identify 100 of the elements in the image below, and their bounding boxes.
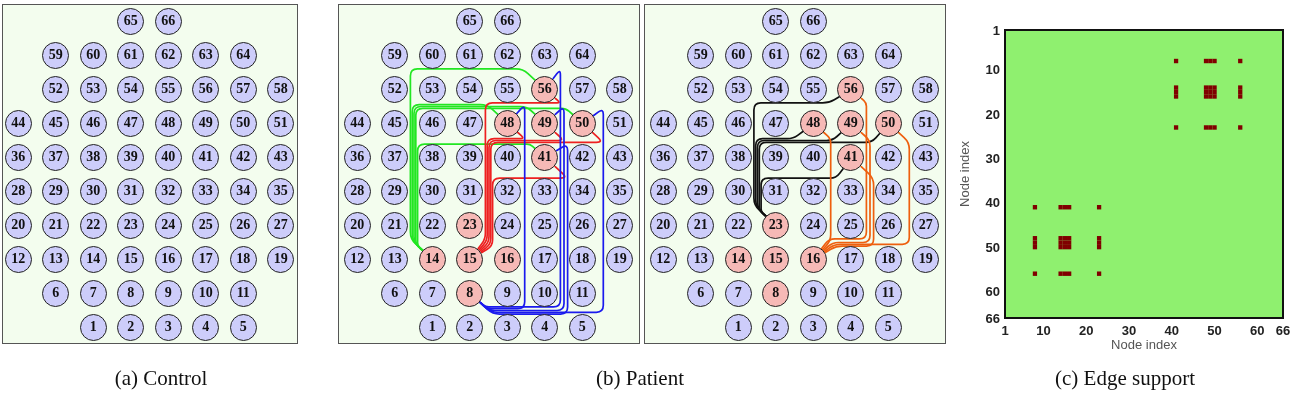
electrode-node: 61 xyxy=(762,41,790,69)
electrode-node: 33 xyxy=(531,177,559,205)
electrode-node: 44 xyxy=(4,109,32,137)
electrode-node: 7 xyxy=(724,279,752,307)
figure-caption: (a) Control xyxy=(114,367,208,391)
electrode-node: 66 xyxy=(493,7,521,35)
electrode-node: 61 xyxy=(117,41,145,69)
electrode-node: 41 xyxy=(192,143,220,171)
electrode-node: 23 xyxy=(117,211,145,239)
connection-line xyxy=(416,143,536,252)
axis-tick-label: 40 xyxy=(1164,323,1180,338)
electrode-node: 21 xyxy=(42,211,70,239)
electrode-node: 22 xyxy=(79,211,107,239)
electrode-grid-panel xyxy=(338,4,640,344)
electrode-node: 31 xyxy=(762,177,790,205)
electrode-node: 65 xyxy=(456,7,484,35)
electrode-node: 64 xyxy=(874,41,902,69)
electrode-node: 29 xyxy=(381,177,409,205)
electrode-node: 26 xyxy=(874,211,902,239)
electrode-node: 39 xyxy=(762,143,790,171)
electrode-node: 14 xyxy=(418,245,446,273)
connection-line xyxy=(480,165,566,254)
axis-tick-label: 66 xyxy=(985,310,1000,326)
electrode-node: 12 xyxy=(4,245,32,273)
electrode-node: 7 xyxy=(418,279,446,307)
electrode-node: 9 xyxy=(493,279,521,307)
electrode-node: 25 xyxy=(837,211,865,239)
electrode-node: 24 xyxy=(154,211,182,239)
electrode-node: 23 xyxy=(456,211,484,239)
electrode-node: 27 xyxy=(267,211,295,239)
electrode-node: 48 xyxy=(799,109,827,137)
axis-tick-label: 50 xyxy=(985,239,1000,255)
electrode-node: 33 xyxy=(837,177,865,205)
electrode-node: 22 xyxy=(724,211,752,239)
electrode-node: 53 xyxy=(418,75,446,103)
electrode-node: 64 xyxy=(229,41,257,69)
electrode-node: 17 xyxy=(192,245,220,273)
electrode-node: 45 xyxy=(687,109,715,137)
electrode-node: 45 xyxy=(381,109,409,137)
electrode-node: 17 xyxy=(531,245,559,273)
axis-tick-label: 30 xyxy=(1121,323,1137,338)
electrode-node: 52 xyxy=(687,75,715,103)
electrode-node: 29 xyxy=(687,177,715,205)
electrode-node: 18 xyxy=(874,245,902,273)
electrode-node: 61 xyxy=(456,41,484,69)
electrode-node: 32 xyxy=(799,177,827,205)
electrode-node: 36 xyxy=(649,143,677,171)
electrode-node: 16 xyxy=(493,245,521,273)
electrode-node: 17 xyxy=(837,245,865,273)
electrode-node: 24 xyxy=(799,211,827,239)
electrode-node: 50 xyxy=(229,109,257,137)
electrode-node: 34 xyxy=(229,177,257,205)
electrode-node: 52 xyxy=(381,75,409,103)
electrode-node: 52 xyxy=(42,75,70,103)
electrode-node: 18 xyxy=(229,245,257,273)
electrode-node: 6 xyxy=(42,279,70,307)
electrode-node: 1 xyxy=(418,313,446,341)
electrode-grid-panel xyxy=(644,4,946,344)
electrode-node: 33 xyxy=(192,177,220,205)
electrode-node: 11 xyxy=(229,279,257,307)
electrode-node: 4 xyxy=(192,313,220,341)
electrode-node: 44 xyxy=(343,109,371,137)
electrode-node: 42 xyxy=(568,143,596,171)
electrode-node: 39 xyxy=(456,143,484,171)
electrode-node: 16 xyxy=(799,245,827,273)
electrode-node: 46 xyxy=(724,109,752,137)
electrode-node: 28 xyxy=(4,177,32,205)
electrode-node: 11 xyxy=(568,279,596,307)
electrode-node: 12 xyxy=(343,245,371,273)
electrode-node: 5 xyxy=(229,313,257,341)
electrode-node: 49 xyxy=(192,109,220,137)
electrode-node: 60 xyxy=(418,41,446,69)
electrode-node: 65 xyxy=(117,7,145,35)
electrode-node: 15 xyxy=(762,245,790,273)
electrode-node: 40 xyxy=(493,143,521,171)
electrode-node: 11 xyxy=(874,279,902,307)
electrode-node: 9 xyxy=(799,279,827,307)
electrode-node: 37 xyxy=(381,143,409,171)
electrode-node: 60 xyxy=(724,41,752,69)
electrode-node: 65 xyxy=(762,7,790,35)
electrode-node: 58 xyxy=(606,75,634,103)
electrode-node: 41 xyxy=(837,143,865,171)
electrode-node: 56 xyxy=(837,75,865,103)
electrode-node: 56 xyxy=(531,75,559,103)
electrode-node: 10 xyxy=(192,279,220,307)
electrode-node: 53 xyxy=(724,75,752,103)
electrode-node: 48 xyxy=(493,109,521,137)
electrode-node: 51 xyxy=(267,109,295,137)
electrode-node: 31 xyxy=(117,177,145,205)
electrode-node: 21 xyxy=(687,211,715,239)
electrode-node: 47 xyxy=(117,109,145,137)
electrode-node: 2 xyxy=(117,313,145,341)
electrode-node: 7 xyxy=(79,279,107,307)
electrode-node: 55 xyxy=(799,75,827,103)
electrode-node: 51 xyxy=(606,109,634,137)
electrode-node: 32 xyxy=(154,177,182,205)
electrode-node: 31 xyxy=(456,177,484,205)
electrode-node: 42 xyxy=(229,143,257,171)
electrode-node: 47 xyxy=(762,109,790,137)
electrode-node: 19 xyxy=(606,245,634,273)
